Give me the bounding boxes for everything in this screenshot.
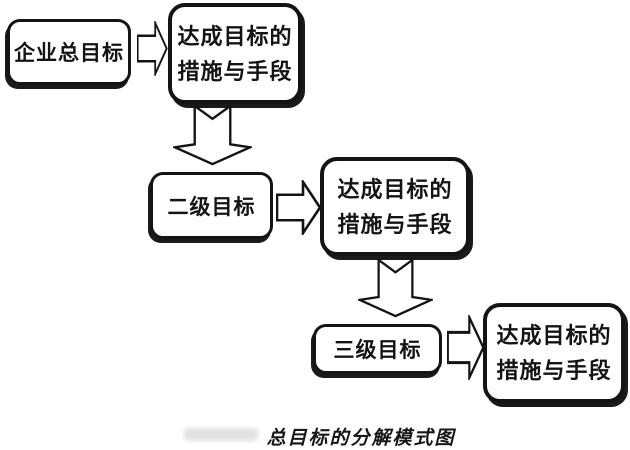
- measures-box-level1: 达成目标的 措施与手段: [168, 3, 302, 104]
- block-arrow-right-icon: [447, 315, 485, 380]
- goal-box-enterprise-overall-label: 企业总目标: [14, 42, 124, 65]
- goal-box-level3: 三级目标: [313, 324, 442, 374]
- block-arrow-right-icon: [137, 21, 168, 76]
- ink-smudge: [184, 428, 258, 441]
- measures-box-level1-line2: 措施与手段: [177, 58, 293, 84]
- measures-box-level3-line2: 措施与手段: [496, 358, 612, 383]
- block-arrow-right-icon: [276, 180, 322, 235]
- diagram-caption: 总目标的分解模式图: [266, 428, 456, 449]
- goal-box-enterprise-overall: 企业总目标: [7, 19, 131, 85]
- measures-box-level2-line2: 措施与手段: [337, 211, 453, 237]
- measures-box-level2: 达成目标的 措施与手段: [320, 157, 470, 256]
- measures-box-level2-line1: 达成目标的: [337, 176, 453, 202]
- goal-box-level2: 二级目标: [150, 172, 273, 239]
- goal-box-level3-label: 三级目标: [333, 339, 422, 362]
- block-arrow-down-icon: [173, 105, 252, 166]
- measures-box-level1-line1: 达成目标的: [177, 23, 293, 49]
- block-arrow-down-icon: [358, 259, 433, 318]
- measures-box-level3-line1: 达成目标的: [496, 323, 612, 348]
- measures-box-level3: 达成目标的 措施与手段: [483, 303, 625, 403]
- goal-box-level2-label: 二级目标: [167, 195, 256, 219]
